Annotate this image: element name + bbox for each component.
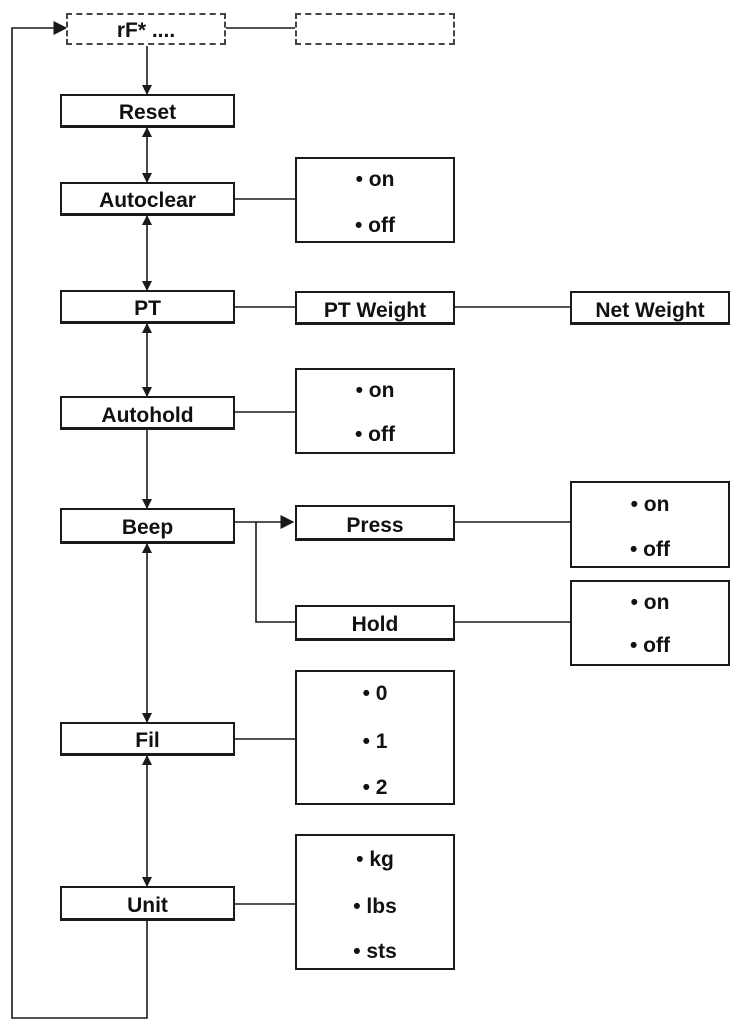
press-box: Press (295, 505, 455, 541)
press-option-on: • on (630, 493, 670, 516)
press-option-off: • off (629, 538, 670, 561)
rf-label: rF* .... (116, 19, 176, 42)
beep-label: Beep (121, 516, 174, 539)
unit-option-lbs: • lbs (353, 895, 397, 918)
autohold-box: Autohold (60, 396, 235, 430)
reset-label: Reset (118, 101, 177, 124)
reset-box: Reset (60, 94, 235, 128)
unit-option-kg: • kg (356, 848, 394, 871)
unit-box: Unit (60, 886, 235, 921)
net-weight-label: Net Weight (595, 299, 705, 322)
empty-dashed-box (295, 13, 455, 45)
unit-label: Unit (127, 894, 168, 917)
arrow-return-loop (11, 21, 148, 1019)
net-weight-box: Net Weight (570, 291, 730, 325)
autoclear-box: Autoclear (60, 182, 235, 216)
autoclear-options-box: • on • off (295, 157, 455, 243)
press-options-box: • on • off (570, 481, 730, 568)
autoclear-option-off: • off (354, 214, 395, 237)
autohold-label: Autohold (101, 404, 194, 427)
press-label: Press (346, 514, 404, 537)
pt-weight-box: PT Weight (295, 291, 455, 325)
fil-box: Fil (60, 722, 235, 756)
hold-option-off: • off (629, 634, 670, 657)
unit-option-sts: • sts (353, 940, 397, 963)
pt-label: PT (134, 297, 161, 320)
hold-option-on: • on (630, 591, 670, 614)
autoclear-option-on: • on (355, 168, 395, 191)
fil-option-2: • 2 (362, 776, 388, 799)
hold-label: Hold (351, 613, 399, 636)
hold-box: Hold (295, 605, 455, 641)
autohold-option-off: • off (354, 423, 395, 446)
rf-box: rF* .... (66, 13, 226, 45)
autohold-option-on: • on (355, 379, 395, 402)
fil-options-box: • 0 • 1 • 2 (295, 670, 455, 805)
fil-option-0: • 0 (362, 682, 388, 705)
pt-box: PT (60, 290, 235, 324)
autoclear-label: Autoclear (99, 189, 196, 212)
autohold-options-box: • on • off (295, 368, 455, 454)
hold-options-box: • on • off (570, 580, 730, 666)
unit-options-box: • kg • lbs • sts (295, 834, 455, 970)
beep-box: Beep (60, 508, 235, 544)
fil-label: Fil (135, 729, 160, 752)
pt-weight-label: PT Weight (323, 299, 427, 322)
line-beep-hold (255, 522, 295, 623)
fil-option-1: • 1 (362, 730, 388, 753)
